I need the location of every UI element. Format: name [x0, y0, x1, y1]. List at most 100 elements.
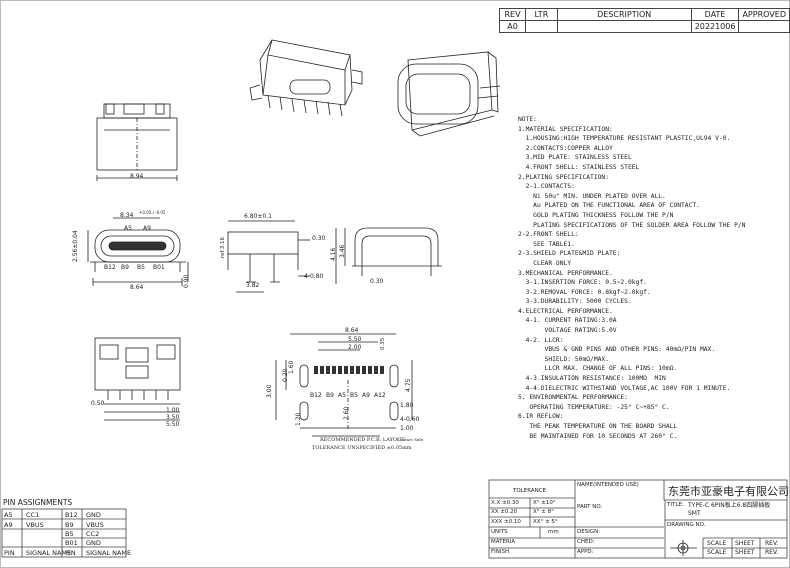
rev-label: REV.	[765, 540, 779, 547]
pin-table-frame	[1, 508, 127, 558]
dim-pcb-w2: 5.50	[348, 336, 362, 343]
dim-pcb-w1: 8.64	[345, 327, 359, 334]
note-line: VBUS & GND PINS AND OTHER PINS: 40mΩ/PIN…	[518, 346, 716, 354]
pin-cell: A9	[4, 520, 13, 529]
note-line: 2-1.CONTACTS:	[518, 183, 575, 191]
note-line: 3.MECHANICAL PERFORMANCE.	[518, 269, 613, 277]
dim-side-ref: ref.3.16	[220, 236, 226, 258]
tolerance-cell: X° ±10°	[533, 500, 556, 506]
note-line: 1.MATERIAL SPECIFICATION:	[518, 125, 613, 133]
dim-top-width: 8.94	[130, 173, 144, 180]
title-value: TYPE-C 6PIN板上6.8四脚插板 SMT	[688, 502, 771, 517]
front-pin-a5: A5	[124, 225, 132, 232]
note-line: 6.IR REFLOW:	[518, 413, 564, 421]
note-line: BE MAINTAINED FOR 10 SECONDS AT 260° C.	[518, 432, 678, 440]
rev-value-title: REV.	[765, 549, 779, 556]
dim-front-height: 2.56±0.04	[72, 230, 79, 262]
pin-cell: VBUS	[26, 520, 44, 529]
iso-view-front	[249, 39, 363, 117]
dim-pcb-bottom-26: 2.60	[343, 406, 350, 420]
note-line: 4-4.DIELECTRIC WITHSTAND VOLTAGE,AC 100V…	[518, 384, 731, 392]
dim-pcb-bottom-18: 1.80	[400, 402, 414, 409]
pcb-pin-a12: A12	[374, 392, 386, 399]
front-pin-b9: B9	[121, 264, 129, 271]
note-line: 4.FRONT SHELL: STAINLESS STEEL	[518, 163, 640, 171]
units-value: mm	[548, 529, 559, 535]
dim-side-length: 6.80±0.1	[244, 213, 272, 220]
pin-cell: VBUS	[86, 520, 104, 529]
front-pin-b12: B12	[104, 264, 116, 271]
note-line: Au PLATED ON THE FUNCTIONAL AREA OF CONT…	[518, 202, 700, 210]
pin-cell: GND	[86, 511, 101, 519]
note-line: THE PEAK TEMPERATURE ON THE BOARD SHALL	[518, 423, 678, 430]
side-view	[227, 220, 310, 293]
note-line: 4-3.INSULATION RESISTANCE: 100MΩ MIN	[518, 375, 666, 383]
note-line: 3.MID PLATE: STAINLESS STEEL	[518, 154, 632, 162]
pin-cell: CC2	[86, 530, 100, 538]
dim-side-t2: 4-0.80	[304, 273, 324, 280]
pin-cell: B12	[65, 511, 78, 519]
note-line: Ni 50u" MIN. UNDER PLATED OVER ALL.	[518, 192, 666, 200]
part-no-label: PART NO.	[577, 504, 603, 510]
note-line: 2.CONTACTS:COPPER ALLOY	[518, 144, 613, 152]
pcb-pin-a9: A9	[362, 392, 370, 399]
note-line: VOLTAGE RATING:5.0V	[518, 327, 617, 335]
dim-end-h2: 3.46	[339, 244, 346, 258]
note-line: NOTE:	[518, 116, 537, 123]
pin-footer-cell: PIN	[65, 548, 76, 557]
dim-pcb-w4: 0.35	[380, 337, 386, 350]
dim-bottom-100: 1.00	[166, 407, 180, 414]
pcb-layout-note: Contact Side	[397, 437, 424, 442]
sheet-value: SHEET	[735, 549, 755, 556]
note-line: CLEAR ONLY	[518, 259, 572, 267]
scale-value: SCALE	[707, 549, 727, 556]
dim-bottom-050: 0.50	[91, 400, 105, 407]
material-label: MATERIA	[491, 539, 516, 545]
pcb-layout-view	[275, 333, 413, 437]
date-value: 20221006	[690, 20, 740, 33]
rev-value: A0	[498, 20, 527, 33]
dim-pcb-right-h: 4.75	[405, 378, 412, 392]
pcb-pin-b12: B12	[310, 392, 322, 399]
note-line: 3-1.INSERTION FORCE: 0.5~2.0kgf.	[518, 279, 647, 287]
pin-cell: CC1	[26, 511, 40, 519]
dim-front-total-width: 8.64	[130, 284, 144, 291]
dim-front-body-tol: +0.05 / -0.05	[139, 210, 166, 215]
dim-front-leg: 0.90	[183, 274, 190, 288]
note-line: 2.PLATING SPECIFICATION:	[518, 173, 609, 181]
pcb-pin-a5: A5	[338, 392, 346, 399]
sheet-label: SHEET	[735, 540, 755, 547]
tolerance-cell: X.X ±0.30	[491, 500, 519, 506]
pin-cell: B01	[65, 539, 78, 547]
dim-bottom-550: 5.50	[166, 421, 180, 428]
note-line: 1.HOUSING:HIGH TEMPERATURE RESISTANT PLA…	[518, 135, 731, 143]
note-line: 3-2.REMOVAL FORCE: 0.8kgf~2.0kgf.	[518, 288, 651, 296]
drawing-no-label: DRAWING NO.	[667, 522, 706, 528]
dim-pcb-w3: 2.00	[348, 344, 362, 351]
tolerance-cell: XX ±0.20	[491, 509, 518, 515]
dim-front-body-width: 8.34	[120, 212, 134, 219]
pin-assignments-title: PIN ASSIGNMENTS	[3, 498, 73, 507]
dim-pcb-left-12: 1.20	[295, 412, 302, 426]
note-line: 3-3.DURABILITY: 5000 CYCLES.	[518, 298, 632, 306]
dim-pcb-left-3: 3.00	[266, 384, 273, 398]
note-line: 4-2. LLCR:	[518, 336, 564, 344]
ched-label: CHED:	[577, 539, 595, 545]
front-view	[87, 217, 189, 286]
note-line: SEE TABLE1.	[518, 240, 575, 248]
title-block-frame	[488, 479, 788, 559]
iso-view-rear	[397, 51, 501, 137]
company-name: 东莞市亚豪电子有限公司	[668, 485, 789, 498]
tolerance-cell: X° ± 8°	[533, 509, 554, 515]
note-line: 4.ELECTRICAL PERFORMANCE.	[518, 307, 613, 315]
top-view	[96, 103, 178, 181]
design-label: DESIGN:	[577, 529, 601, 535]
note-line: 5. ENVIRONMENTAL PERFORMANCE:	[518, 394, 628, 402]
pin-footer-cell: SIGNAL NAME	[26, 548, 72, 557]
note-line: SHIELD: 50mΩ/MAX.	[518, 355, 609, 363]
note-line: PLATING SPECIFICATIONS OF THE SOLDER ARE…	[518, 221, 746, 229]
dim-end-h1: 4.16	[330, 247, 337, 261]
pin-cell: B5	[65, 530, 74, 538]
